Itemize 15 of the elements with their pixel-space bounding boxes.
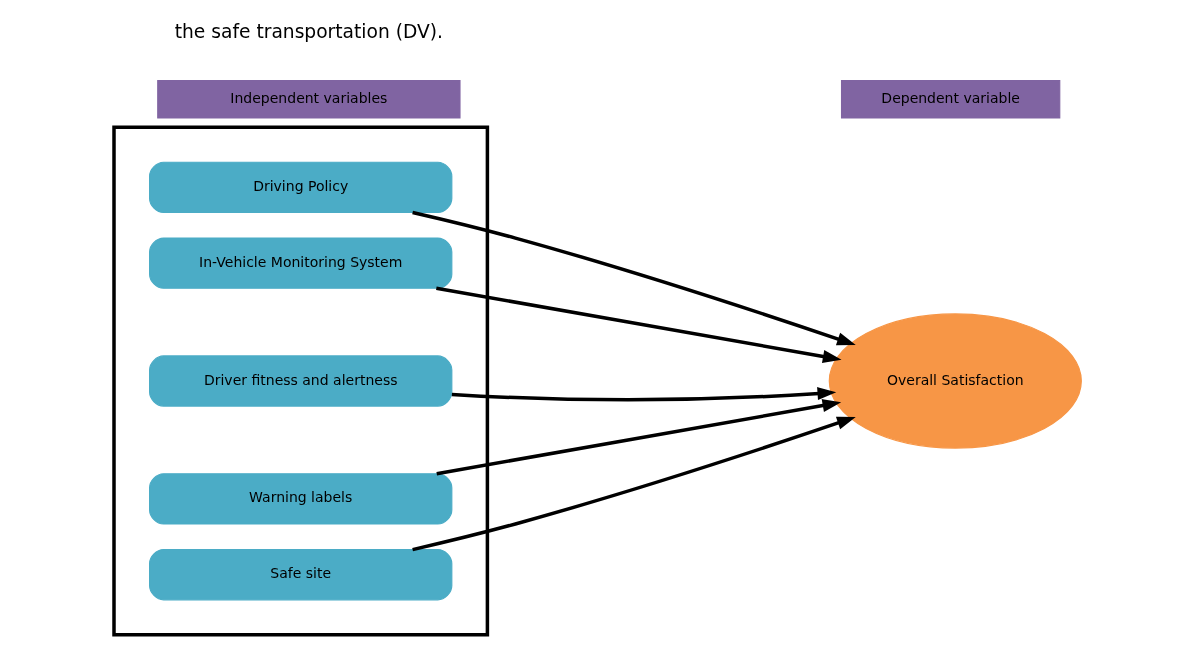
node-ellipse: Overall Satisfaction [828,313,1082,449]
node-box: Driver fitness and alertness [149,355,453,407]
cluster [112,125,490,637]
node-box: Warning labels [149,473,453,525]
node-box: Dependent variable [840,79,1061,119]
node-box: In-Vehicle Monitoring System [149,237,453,289]
arrow [436,399,842,476]
label: the safe transportation (DV). [174,21,443,43]
node-box: Safe site [149,549,453,601]
arrow [451,387,837,402]
node-box: Independent variables [157,79,461,119]
arrow [412,416,856,552]
node-box: Driving Policy [149,161,453,213]
arrow [412,210,856,346]
arrow [436,286,842,363]
